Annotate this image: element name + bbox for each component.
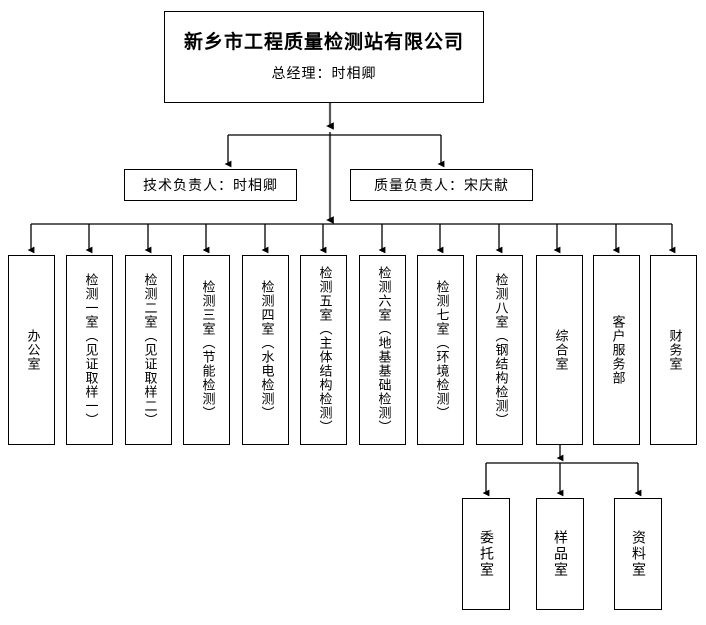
node-department-lab-3[interactable]: 检测三室（节能检测） — [183, 255, 230, 445]
department-label: 检测四室（水电检测） — [258, 280, 274, 420]
node-company-root[interactable]: 新乡市工程质量检测站有限公司 总经理：时相卿 — [164, 11, 484, 103]
node-department-lab-6[interactable]: 检测六室（地基基础检测） — [359, 255, 406, 445]
department-label: 检测七室（环境检测） — [433, 280, 449, 420]
node-department-finance[interactable]: 财务室 — [650, 255, 697, 445]
department-label: 客户服务部 — [609, 315, 625, 385]
node-department-customer-service[interactable]: 客户服务部 — [593, 255, 640, 445]
department-label: 检测五室（主体结构检测） — [316, 266, 332, 434]
department-bus — [27, 223, 676, 254]
department-label: 检测三室（节能检测） — [199, 280, 215, 420]
node-department-lab-2[interactable]: 检测二室（见证取样二） — [125, 255, 172, 445]
node-sub-department-commission[interactable]: 委托室 — [462, 498, 510, 610]
department-label: 办公室 — [24, 329, 40, 371]
department-label: 检测八室（钢结构检测） — [492, 273, 508, 427]
department-label: 综合室 — [552, 329, 568, 371]
department-label: 检测一室（见证取样一） — [82, 273, 98, 427]
department-label: 财务室 — [666, 329, 682, 371]
node-department-lab-1[interactable]: 检测一室（见证取样一） — [66, 255, 113, 445]
node-technical-manager[interactable]: 技术负责人：时相卿 — [124, 169, 297, 201]
node-department-lab-5[interactable]: 检测五室（主体结构检测） — [300, 255, 347, 445]
department-label: 检测二室（见证取样二） — [141, 273, 157, 427]
node-sub-department-sample[interactable]: 样品室 — [536, 498, 584, 610]
department-label: 检测六室（地基基础检测） — [375, 266, 391, 434]
company-name: 新乡市工程质量检测站有限公司 — [183, 31, 464, 54]
node-department-lab-8[interactable]: 检测八室（钢结构检测） — [476, 255, 523, 445]
node-department-lab-4[interactable]: 检测四室（水电检测） — [242, 255, 289, 445]
technical-manager-label: 技术负责人：时相卿 — [143, 178, 278, 194]
quality-manager-label: 质量负责人：宋庆献 — [374, 178, 509, 194]
node-quality-manager[interactable]: 质量负责人：宋庆献 — [350, 169, 533, 201]
sub-department-label: 资料室 — [630, 530, 647, 578]
sub-department-bus — [482, 445, 642, 497]
node-department-office[interactable]: 办公室 — [8, 255, 55, 445]
node-sub-department-archive[interactable]: 资料室 — [614, 498, 662, 610]
manager-branch-lines — [224, 134, 445, 168]
sub-department-label: 样品室 — [552, 530, 569, 578]
node-department-general[interactable]: 综合室 — [536, 255, 583, 445]
node-department-lab-7[interactable]: 检测七室（环境检测） — [417, 255, 464, 445]
general-manager-label: 总经理：时相卿 — [271, 66, 377, 82]
sub-department-label: 委托室 — [478, 530, 495, 578]
